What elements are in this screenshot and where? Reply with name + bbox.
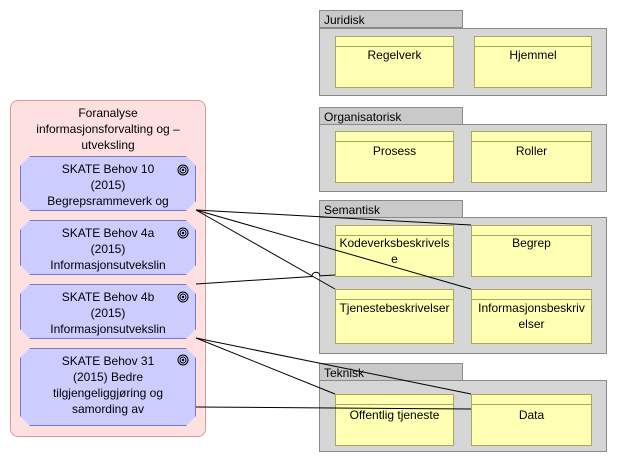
- requirement-line: SKATE Behov 4a: [61, 226, 155, 240]
- requirement-line: SKATE Behov 4b: [61, 290, 155, 304]
- connector-line[interactable]: [195, 209, 472, 226]
- container-title-line: informasjonsforvalting og –: [36, 122, 180, 136]
- requirement-skate-behov-4b[interactable]: SKATE Behov 4b (2015) Informasjonsutveks…: [20, 284, 196, 339]
- container-title: Foranalyse informasjonsforvalting og – u…: [11, 105, 205, 153]
- object-tjenestebeskrivelser[interactable]: Tjenestebeskrivelser: [335, 289, 454, 344]
- object-label: Begrep: [512, 236, 551, 250]
- connector-line[interactable]: [195, 209, 336, 290]
- object-label: Hjemmel: [509, 48, 557, 62]
- connector-line[interactable]: [195, 337, 336, 395]
- object-label: Regelverk: [367, 48, 422, 62]
- requirement-line: (2015): [90, 306, 126, 320]
- object-label: Informasjonsbeskrivelser: [478, 301, 585, 331]
- object-data[interactable]: Data: [471, 394, 592, 446]
- object-begrep[interactable]: Begrep: [471, 225, 592, 277]
- requirement-line: Begrepsrammeverk og: [47, 194, 169, 208]
- connector-line[interactable]: [195, 337, 472, 395]
- group-label-semantisk: Semantisk: [324, 203, 381, 217]
- connector-line[interactable]: [195, 271, 336, 285]
- object-label: Roller: [515, 144, 548, 158]
- goal-icon: [177, 291, 189, 303]
- requirement-line: tilgjengeliggjøring og: [52, 386, 164, 400]
- container-title-line: utveksling: [81, 138, 135, 152]
- requirement-line: SKATE Behov 10: [61, 162, 155, 176]
- goal-icon: [177, 164, 189, 176]
- object-hjemmel[interactable]: Hjemmel: [474, 36, 592, 88]
- container-title-line: Foranalyse: [78, 106, 138, 120]
- object-roller[interactable]: Roller: [471, 131, 592, 183]
- requirement-line: (2015): [90, 178, 126, 192]
- group-label-teknisk: Teknisk: [324, 366, 365, 380]
- object-kodeverksbeskrivelse[interactable]: Kodeverksbeskrivelse: [335, 225, 454, 277]
- requirement-line: (2015): [90, 242, 126, 256]
- group-label-juridisk: Juridisk: [324, 13, 365, 27]
- requirement-line: (2015) Bedre: [72, 370, 144, 384]
- requirement-line: Informasjonsutvekslin: [50, 258, 166, 272]
- object-regelverk[interactable]: Regelverk: [335, 36, 454, 88]
- requirement-line: Informasjonsutvekslin: [50, 322, 166, 336]
- requirement-skate-behov-10[interactable]: SKATE Behov 10 (2015) Begrepsrammeverk o…: [20, 156, 196, 211]
- object-label: Offentlig tjeneste: [349, 408, 440, 422]
- group-tab-juridisk[interactable]: Juridisk: [319, 10, 463, 28]
- goal-icon: [177, 227, 189, 239]
- requirement-skate-behov-31[interactable]: SKATE Behov 31 (2015) Bedre tilgjengelig…: [20, 348, 196, 426]
- object-informasjonsbeskrivelser[interactable]: Informasjonsbeskrivelser: [471, 289, 592, 344]
- object-label: Prosess: [372, 144, 417, 158]
- group-label-organisatorisk: Organisatorisk: [324, 110, 402, 124]
- object-prosess[interactable]: Prosess: [335, 131, 454, 183]
- connector-line[interactable]: [195, 406, 472, 410]
- goal-icon: [177, 354, 189, 366]
- requirement-skate-behov-4a[interactable]: SKATE Behov 4a (2015) Informasjonsutveks…: [20, 220, 196, 275]
- group-tab-teknisk[interactable]: Teknisk: [319, 363, 463, 381]
- object-label: Tjenestebeskrivelser: [339, 301, 450, 315]
- object-label: Kodeverksbeskrivelse: [339, 236, 450, 266]
- requirement-line: SKATE Behov 31: [61, 354, 155, 368]
- object-label: Data: [518, 408, 545, 422]
- object-offentlig-tjeneste[interactable]: Offentlig tjeneste: [335, 394, 454, 446]
- requirement-line: samording av: [71, 402, 145, 416]
- connector-line[interactable]: [195, 209, 472, 290]
